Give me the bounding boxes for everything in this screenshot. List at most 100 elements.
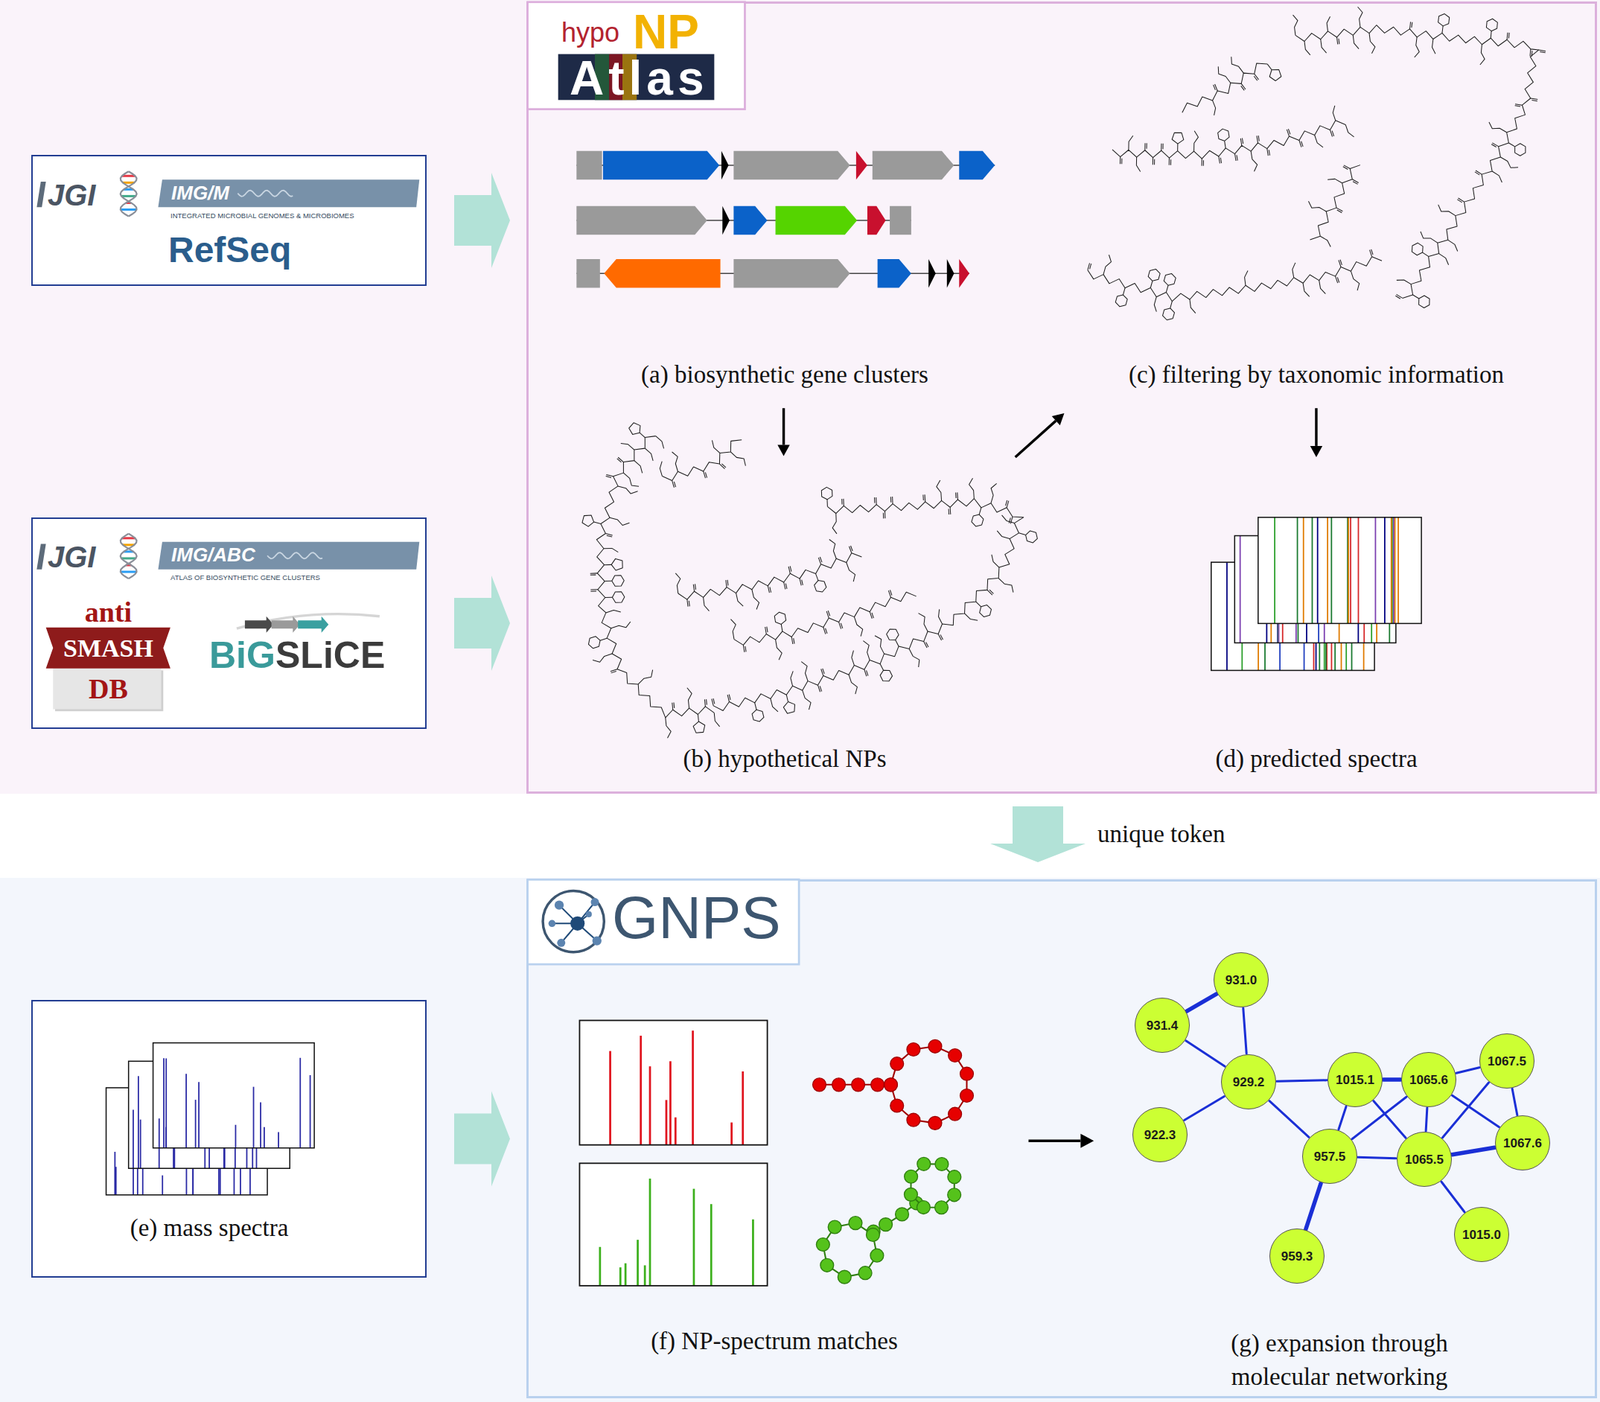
bond-line	[1241, 85, 1245, 91]
helix-strand	[120, 171, 137, 216]
bond-line	[862, 641, 870, 661]
gene-arrow	[733, 259, 850, 288]
bond-line	[1268, 149, 1270, 155]
bond-line	[801, 579, 804, 586]
artwork	[36, 533, 420, 712]
peptide-bond	[873, 1203, 917, 1232]
residue-dot	[904, 1187, 919, 1201]
gene-arrow	[947, 259, 955, 288]
bond-line	[634, 460, 643, 474]
network-edge	[1456, 1067, 1480, 1073]
spectrum-peak	[1391, 517, 1394, 624]
bond-line	[1002, 515, 1015, 524]
logo-ribbon	[46, 627, 171, 669]
bond-line	[866, 670, 869, 676]
bond-line	[606, 474, 613, 476]
bond-line	[987, 589, 993, 595]
bond-line	[600, 638, 607, 641]
spectrum-peak	[139, 1119, 142, 1169]
bond-line	[605, 533, 613, 536]
bond-line	[799, 578, 802, 586]
bond-line	[704, 699, 706, 707]
bond-line	[1253, 75, 1258, 81]
step-arrow	[1028, 1139, 1081, 1143]
spectrum-peak	[669, 1060, 672, 1145]
bond-line	[603, 547, 618, 552]
artwork	[527, 879, 1095, 1286]
bond-line	[1171, 132, 1184, 144]
gene-arrow	[872, 151, 955, 180]
bond-line	[1506, 32, 1509, 41]
bond-line	[890, 496, 892, 503]
logo-arrow	[271, 616, 301, 633]
spectrum-peak	[137, 1075, 140, 1169]
bond-line	[1326, 16, 1330, 32]
bond-line	[979, 507, 982, 515]
bond-line	[1395, 295, 1400, 299]
logo-text: IMG/ABC	[171, 544, 256, 565]
bond-line	[1005, 500, 1008, 506]
bond-line	[1224, 140, 1227, 148]
network-edge	[1186, 1040, 1225, 1067]
bond-line	[1018, 533, 1026, 536]
bond-line	[1154, 297, 1157, 312]
network-edge	[1269, 1101, 1309, 1138]
mass-value: 1065.5	[1404, 1153, 1444, 1166]
bond-line	[714, 712, 720, 727]
bond-line	[1302, 282, 1310, 297]
spectrum-peak	[1226, 562, 1228, 671]
residue-dot	[947, 1188, 962, 1202]
bond-line	[1422, 252, 1429, 257]
bond-line	[1258, 135, 1260, 141]
bond-line	[1244, 271, 1248, 286]
network-node: 957.5	[1302, 1128, 1358, 1184]
gene-arrow	[603, 151, 720, 180]
residue-dot	[906, 1113, 921, 1127]
bond-line	[1213, 84, 1216, 91]
spectrum-peak	[639, 1035, 642, 1146]
bond-line	[791, 637, 793, 645]
spectrum-ground	[153, 1043, 315, 1149]
residue-dot	[884, 1078, 898, 1092]
bond-line	[734, 591, 917, 645]
bond-line	[687, 687, 692, 709]
bond-line	[1539, 52, 1545, 53]
bond-line	[786, 694, 788, 702]
bond-line	[1457, 199, 1462, 203]
bond-line	[606, 476, 612, 478]
bond-line	[895, 640, 899, 647]
bond-line	[924, 494, 927, 502]
logo-text: hypo	[561, 19, 620, 47]
spectrum-peak	[691, 1030, 694, 1145]
spectrum-peak	[1311, 517, 1314, 624]
bond-line	[851, 650, 855, 666]
residue-dot	[816, 1238, 830, 1252]
bond-line	[617, 458, 622, 463]
bond-line	[788, 566, 790, 574]
bond-line	[688, 600, 691, 607]
bond-line	[1122, 288, 1125, 295]
bond-line	[840, 623, 843, 629]
bond-line	[1515, 143, 1526, 156]
bond-line	[611, 670, 617, 673]
spectrum-peak	[1347, 517, 1350, 624]
mass-value: 929.2	[1232, 1075, 1265, 1089]
bond-line	[612, 575, 624, 586]
bond-line	[590, 572, 598, 574]
bond-line	[1336, 207, 1343, 212]
step-arrowhead	[777, 445, 790, 457]
bond-line	[936, 480, 942, 501]
bond-line	[1008, 517, 1011, 523]
bond-line	[829, 539, 837, 560]
residue-dot	[947, 1170, 962, 1184]
bond-line	[1154, 159, 1155, 166]
bond-line	[802, 690, 811, 710]
bond-line	[1170, 301, 1173, 309]
logo-wave	[267, 552, 323, 559]
logo-frame	[527, 2, 746, 110]
caption-label: (c) filtering by taxonomic information	[1128, 360, 1504, 391]
bond-line	[1319, 280, 1327, 295]
bond-line	[1480, 44, 1485, 65]
bond-line	[604, 564, 613, 566]
spectrum-frame	[579, 1162, 767, 1286]
